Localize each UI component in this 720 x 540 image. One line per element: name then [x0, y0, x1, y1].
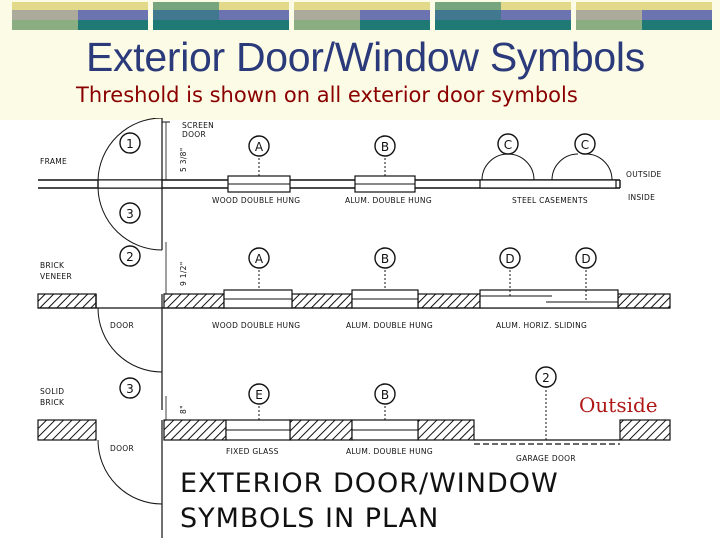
door-number-3: 3 — [126, 207, 134, 221]
drawing-caption-line-2: SYMBOLS IN PLAN — [180, 503, 439, 534]
outside-label: OUTSIDE — [626, 170, 662, 179]
door-symbol-frame — [97, 118, 170, 251]
dimension-veneer: 9 1/2" — [179, 262, 188, 286]
inside-label: INSIDE — [628, 193, 655, 202]
window-caption: ALUM. DOUBLE HUNG — [346, 447, 433, 456]
window-mark: A — [255, 140, 264, 154]
door-number-2: 2 — [126, 250, 134, 264]
floor-plan-drawing: FRAME SCREEN DOOR 5 3/8" 1 3 — [37, 118, 671, 538]
door-label-veneer: DOOR — [110, 321, 134, 330]
window-mark: B — [381, 252, 389, 266]
window-d-veneer: D D ALUM. HORIZ. SLIDING — [479, 247, 619, 330]
window-a-frame: A WOOD DOUBLE HUNG — [212, 135, 300, 205]
slide-title: Exterior Door/Window Symbols — [86, 34, 645, 80]
window-mark: B — [381, 140, 389, 154]
window-mark: B — [381, 388, 389, 402]
window-caption: FIXED GLASS — [226, 447, 279, 456]
window-caption: STEEL CASEMENTS — [512, 196, 588, 205]
door-label-solid: DOOR — [110, 444, 134, 453]
screen-door-label-1: SCREEN — [182, 121, 214, 130]
screen-door-label-2: DOOR — [182, 130, 206, 139]
window-mark: C — [581, 138, 589, 152]
window-mark: 2 — [542, 371, 550, 385]
row-label-solid: SOLID — [40, 387, 64, 396]
window-mark: E — [255, 388, 263, 402]
row-label-brick-2: BRICK — [40, 398, 65, 407]
dimension-solid: 8" — [179, 405, 188, 414]
window-caption: ALUM. HORIZ. SLIDING — [496, 321, 587, 330]
slide-subtitle: Threshold is shown on all exterior door … — [76, 83, 578, 107]
window-caption: ALUM. DOUBLE HUNG — [346, 321, 433, 330]
door-symbol-veneer — [95, 242, 167, 410]
row-label-frame: FRAME — [40, 157, 67, 166]
window-caption: ALUM. DOUBLE HUNG — [345, 196, 432, 205]
row-label-brick: BRICK — [40, 261, 65, 270]
window-caption: WOOD DOUBLE HUNG — [212, 196, 300, 205]
outside-note: Outside — [579, 393, 658, 417]
row-label-veneer: VENEER — [40, 272, 72, 281]
row-brick-veneer: BRICK VENEER 9 1/2" 2 DOOR A WOOD DOUBLE… — [37, 242, 671, 410]
window-b-veneer: B ALUM. DOUBLE HUNG — [346, 247, 433, 330]
window-caption: GARAGE DOOR — [516, 454, 576, 463]
window-caption: WOOD DOUBLE HUNG — [212, 321, 300, 330]
dimension-frame: 5 3/8" — [179, 148, 188, 172]
door-symbol-solid — [97, 396, 167, 538]
window-mark: A — [255, 252, 264, 266]
row-frame: FRAME SCREEN DOOR 5 3/8" 1 3 — [38, 118, 662, 251]
window-c-casements: C C STEEL CASEMENTS — [479, 133, 617, 205]
door-number-1: 1 — [126, 137, 134, 151]
door-number-3b: 3 — [126, 382, 134, 396]
garage-door-solid: 2 GARAGE DOOR — [474, 366, 620, 463]
window-a-veneer: A WOOD DOUBLE HUNG — [212, 247, 300, 330]
window-mark: C — [504, 138, 512, 152]
header-decoration — [12, 2, 712, 30]
window-mark: D — [581, 252, 590, 266]
window-b-frame: B ALUM. DOUBLE HUNG — [345, 135, 432, 205]
row-solid-brick: SOLID BRICK 8" 3 DOOR E FIXED GLASS — [37, 366, 671, 538]
window-mark: D — [505, 252, 514, 266]
window-b-solid: B ALUM. DOUBLE HUNG — [346, 383, 433, 456]
slide-header: Exterior Door/Window Symbols Threshold i… — [0, 0, 720, 120]
drawing-caption-line-1: EXTERIOR DOOR/WINDOW — [180, 468, 559, 499]
window-e-solid: E FIXED GLASS — [225, 383, 291, 456]
